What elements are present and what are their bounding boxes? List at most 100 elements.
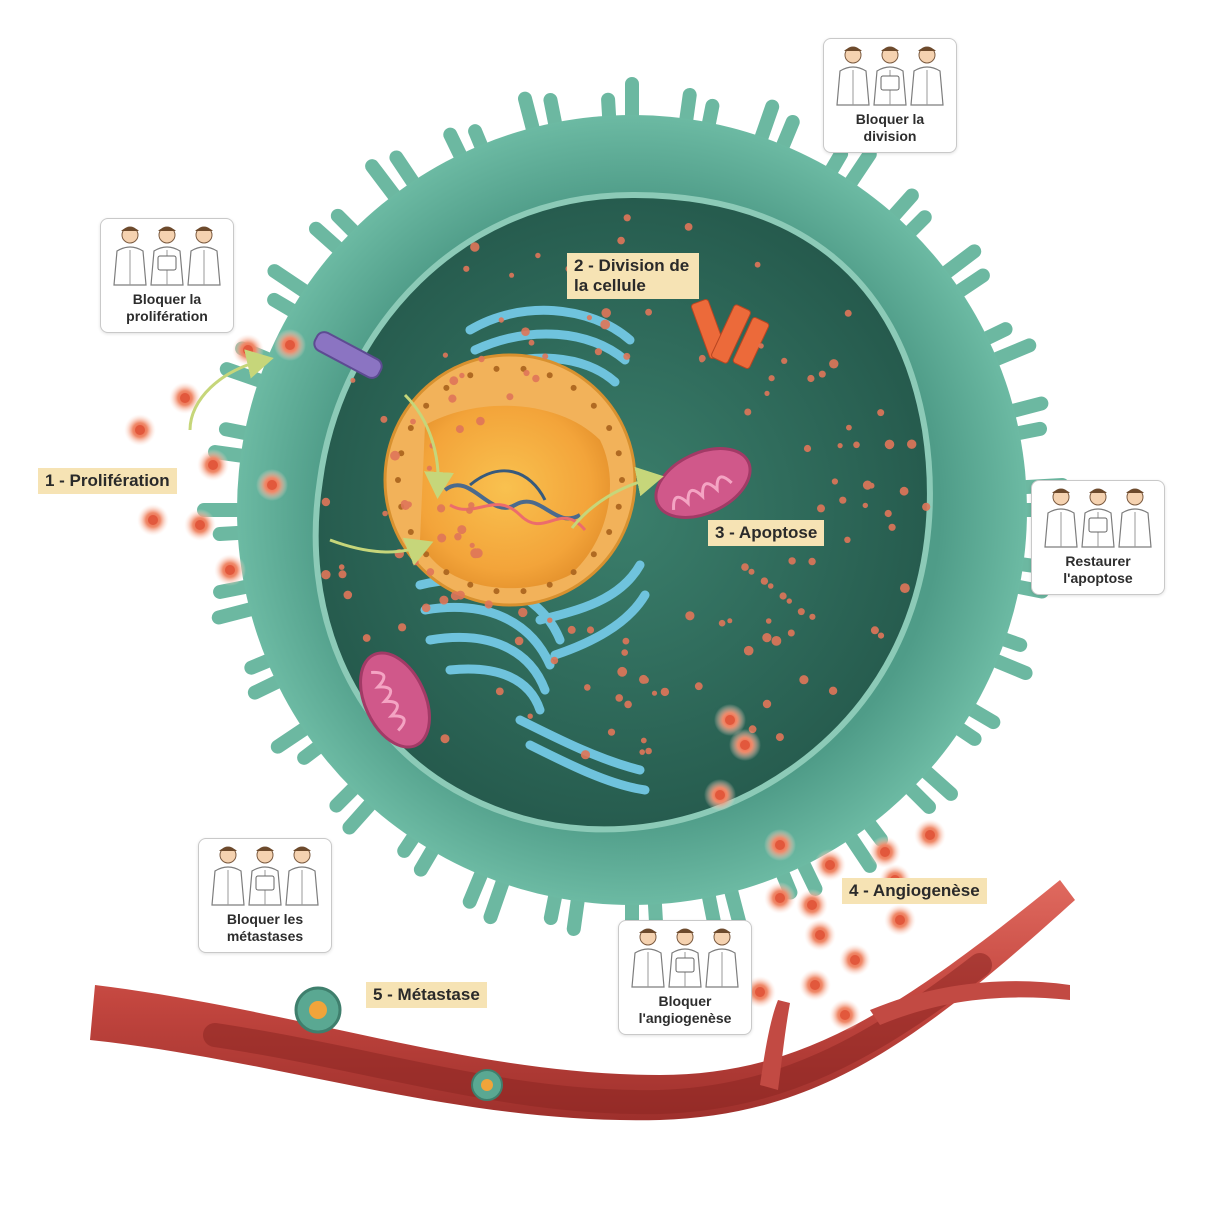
- cytoplasm-particle: [718, 619, 726, 627]
- cytoplasm-particle: [410, 418, 416, 425]
- growth-factor-core: [225, 565, 235, 575]
- cytoplasm-particle: [615, 694, 623, 702]
- cytoplasm-particle: [787, 629, 795, 637]
- nucleus: [383, 353, 637, 607]
- cytoplasm-particle: [817, 504, 825, 513]
- growth-factor-core: [267, 480, 277, 490]
- cytoplasm-particle: [584, 684, 591, 691]
- nuclear-pore: [423, 402, 430, 409]
- nuclear-pore: [493, 588, 500, 595]
- therapy-caption: Bloquer la division: [855, 111, 925, 144]
- centrioles: [690, 299, 770, 369]
- growth-factor-core: [815, 930, 825, 940]
- cytoplasm-particle: [532, 374, 540, 383]
- cytoplasm-particle: [922, 502, 931, 511]
- step-label-apoptose: 3 - Apoptose: [708, 520, 825, 546]
- membrane-receptor: [313, 331, 383, 379]
- cytoplasm-particle: [607, 728, 616, 736]
- cytoplasm-particle: [466, 507, 473, 514]
- growth-factors: [124, 329, 946, 1031]
- arrows: [188, 349, 664, 566]
- therapy-card-angiogenese: Bloquer l'angiogenèse: [618, 920, 752, 1035]
- cytoplasm-particle: [457, 525, 467, 535]
- cytoplasm-particle: [877, 632, 885, 639]
- cytoplasm-particle: [831, 478, 839, 485]
- cytoplasm-particle: [809, 613, 816, 620]
- cytoplasm-particle: [343, 590, 353, 600]
- cytoplasm-particle: [506, 393, 514, 401]
- growth-factor-core: [775, 893, 785, 903]
- cytoplasm-particle: [469, 542, 475, 548]
- cytoplasm-particle: [586, 626, 595, 634]
- cytoplasm-particle: [437, 533, 447, 543]
- cytoplasm-particle: [839, 496, 847, 504]
- cytoplasm-particle: [727, 618, 733, 624]
- nuclear-pore: [407, 424, 414, 431]
- cytoplasm-particle: [601, 308, 611, 318]
- nuclear-pore: [615, 450, 622, 457]
- cytoplasm-particle: [781, 357, 788, 364]
- nuclear-pore: [467, 581, 474, 588]
- cytoplasm-particle: [400, 500, 409, 508]
- growth-factor-core: [243, 345, 253, 355]
- cytoplasm-particle: [321, 570, 331, 580]
- cytoplasm-particle: [771, 636, 782, 646]
- cytoplasm-particle: [362, 634, 371, 642]
- growth-factor-core: [740, 740, 750, 750]
- cytoplasm-particle: [807, 374, 815, 383]
- nuclear-pore: [443, 569, 450, 576]
- cytoplasm-particle: [623, 352, 631, 360]
- cytoplasm-particles: [321, 214, 931, 760]
- cytoplasm-particle: [862, 502, 868, 509]
- cytoplasm-particle: [470, 242, 480, 252]
- cytoplasm-particle: [884, 509, 892, 518]
- cytoplasm-particle: [786, 598, 792, 604]
- nuclear-pore: [443, 384, 450, 391]
- therapy-caption: Bloquer les métastases: [226, 911, 304, 944]
- blood-vessel: [90, 880, 1075, 1121]
- cytoplasm-particle: [498, 317, 504, 323]
- cytoplasm-particle: [808, 557, 816, 566]
- therapy-card-division: Bloquer la division: [823, 38, 957, 153]
- three-scientists-icon: [211, 846, 319, 906]
- cytoplasm-particle: [484, 600, 493, 609]
- cytoplasm-particle: [580, 750, 591, 760]
- cytoplasm-particle: [450, 591, 460, 601]
- cytoplasm-particle: [412, 558, 419, 566]
- cytoplasm-particle: [547, 617, 553, 623]
- growth-factor-core: [180, 393, 190, 403]
- nuclear-pore: [546, 581, 553, 588]
- nuclear-pore: [520, 588, 527, 595]
- therapy-card-proliferation: Bloquer la prolifération: [100, 218, 234, 333]
- growth-factor-core: [840, 1010, 850, 1020]
- three-scientists-icon: [1044, 488, 1152, 548]
- three-scientists-icon: [113, 226, 221, 286]
- cytoplasm-particle: [459, 372, 465, 379]
- cytoplasm-particle: [888, 523, 896, 531]
- cytoplasm-particle: [803, 444, 812, 453]
- cytoplasm-particle: [846, 424, 852, 431]
- growth-factor-core: [755, 987, 765, 997]
- cytoplasm-particle: [442, 352, 448, 358]
- growth-factor-core: [195, 520, 205, 530]
- growth-factor-core: [148, 515, 158, 525]
- cytoplasm-particle: [621, 649, 628, 656]
- cytoplasm-particle: [390, 450, 400, 461]
- cytoplasm-particle: [828, 686, 838, 695]
- growth-factor-core: [810, 980, 820, 990]
- cytoplasm-particle: [527, 713, 533, 719]
- growth-factor-core: [715, 790, 725, 800]
- cytoplasm-particle: [779, 592, 787, 600]
- cytoplasm-particle: [440, 734, 450, 744]
- cytoplasm-particle: [837, 443, 843, 449]
- curved-arrow-icon: [403, 393, 454, 499]
- nuclear-pore: [570, 569, 577, 576]
- cytoplasm-particle: [651, 690, 658, 696]
- nuclear-pore: [606, 424, 613, 431]
- cytoplasm-particle: [455, 425, 464, 434]
- cytoplasm-particle: [684, 223, 693, 231]
- cytoplasm-particle: [868, 482, 875, 489]
- therapy-caption: Restaurer l'apoptose: [1063, 553, 1133, 586]
- nuclear-pore: [615, 503, 622, 510]
